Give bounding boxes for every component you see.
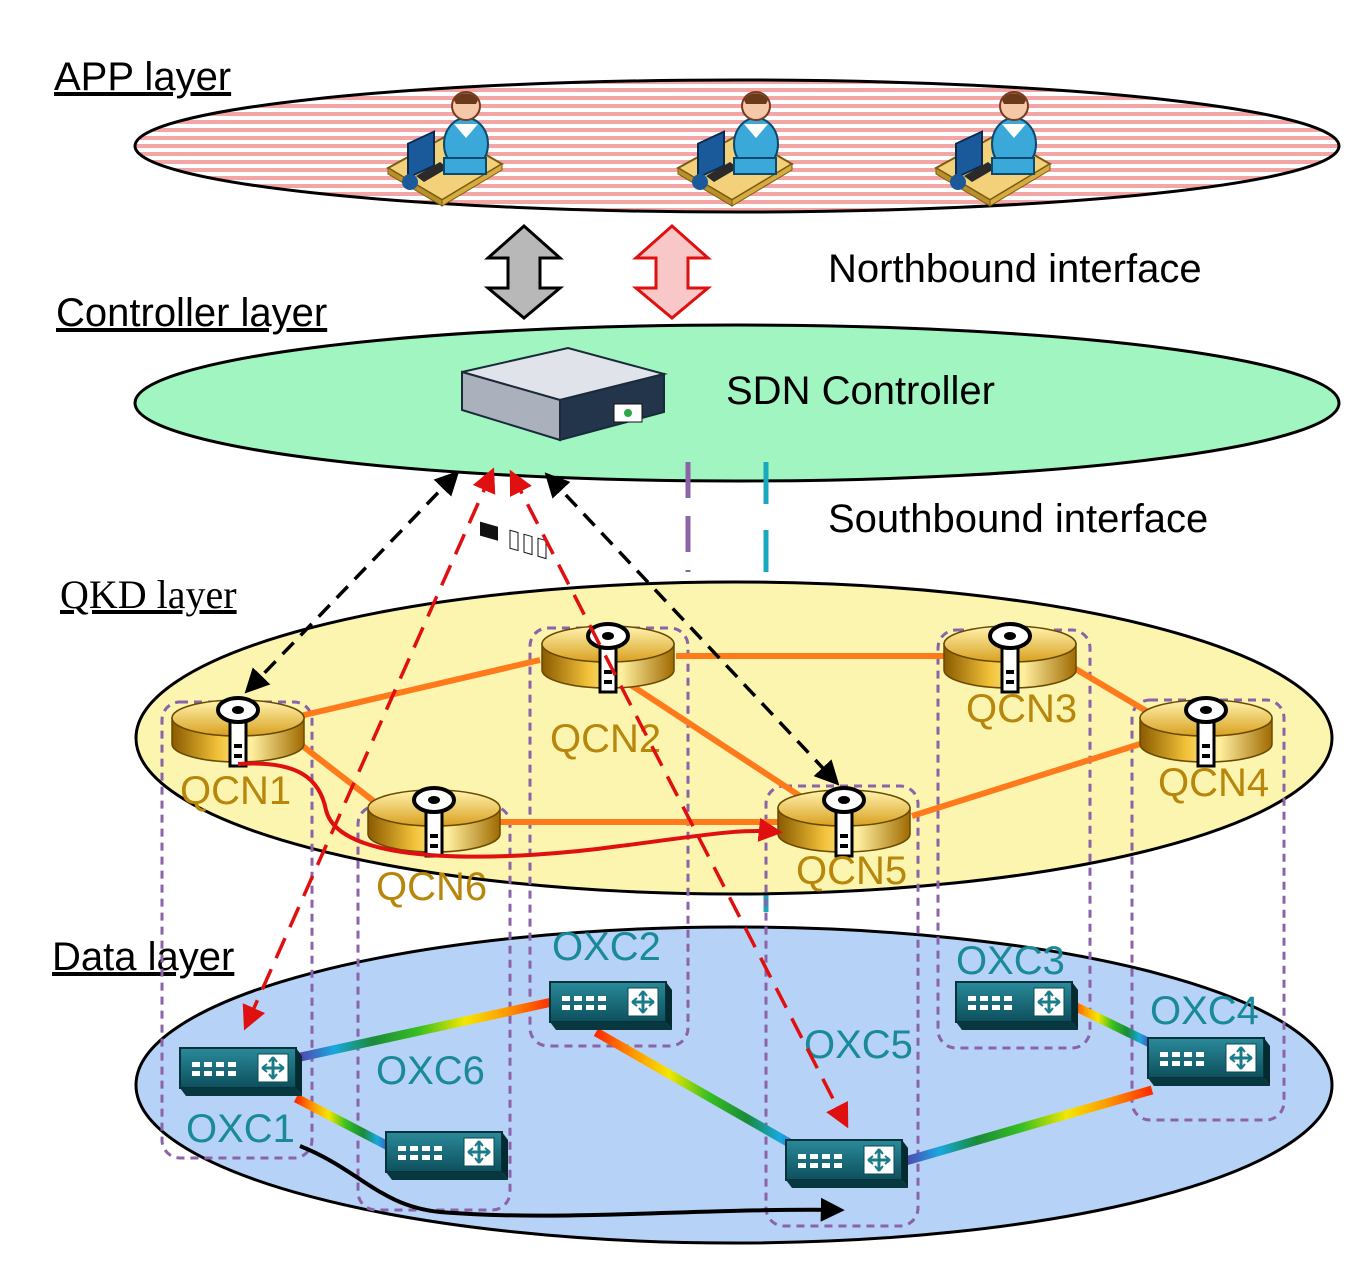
qcn-label-5: QCN5 xyxy=(796,849,907,893)
qcn-node-6[interactable] xyxy=(366,786,502,858)
northbound-interface-label: Northbound interface xyxy=(828,247,1202,291)
qkd-link-3-4 xyxy=(1072,665,1150,715)
oxc-label-4: OXC4 xyxy=(1150,989,1259,1033)
optical-link-5-4 xyxy=(900,1085,1154,1167)
qcn-label-1: QCN1 xyxy=(180,769,291,813)
northbound-arrow-gray xyxy=(483,223,565,320)
data-layer-ellipse xyxy=(134,925,1334,1245)
oxc-node-4[interactable] xyxy=(1146,1036,1272,1088)
qcn-node-3[interactable] xyxy=(942,622,1078,694)
qcn-label-6: QCN6 xyxy=(376,865,487,909)
oxc-node-6[interactable] xyxy=(384,1130,510,1182)
oxc-label-3: OXC3 xyxy=(956,939,1065,983)
qcn-label-2: QCN2 xyxy=(550,717,661,761)
qcn-node-4[interactable] xyxy=(1138,696,1274,768)
oxc-node-3[interactable] xyxy=(954,980,1080,1032)
southbound-interface-label: Southbound interface xyxy=(828,497,1208,541)
qcn-node-1[interactable] xyxy=(170,696,306,768)
data-path-black xyxy=(299,1144,845,1222)
qcn-label-4: QCN4 xyxy=(1158,761,1269,805)
oxc-node-5[interactable] xyxy=(784,1138,910,1190)
optical-link-3-4 xyxy=(1068,999,1154,1049)
data-layer-label: Data layer xyxy=(52,935,234,979)
qkd-layer-label: QKD layer xyxy=(60,572,237,617)
oxc-label-5: OXC5 xyxy=(804,1023,913,1067)
qcn-label-3: QCN3 xyxy=(966,687,1077,731)
oxc-label-6: OXC6 xyxy=(376,1049,485,1093)
oxc-label-1: OXC1 xyxy=(186,1107,295,1151)
qkd-link-5-4 xyxy=(911,741,1141,819)
optical-link-1-6 xyxy=(293,1094,395,1152)
control-arrows xyxy=(242,467,849,1129)
northbound-arrow-red xyxy=(631,223,713,320)
sdn-controller-label: SDN Controller xyxy=(726,369,995,413)
oxc-node-1[interactable] xyxy=(178,1046,304,1098)
app-layer-label: APP layer xyxy=(54,55,231,99)
oxc-label-2: OXC2 xyxy=(552,925,661,969)
controller-layer-label: Controller layer xyxy=(56,291,327,335)
control-arrow-red-oxc5 xyxy=(509,469,849,1129)
oxc-node-2[interactable] xyxy=(548,980,674,1032)
qcn-node-5[interactable] xyxy=(776,786,912,858)
